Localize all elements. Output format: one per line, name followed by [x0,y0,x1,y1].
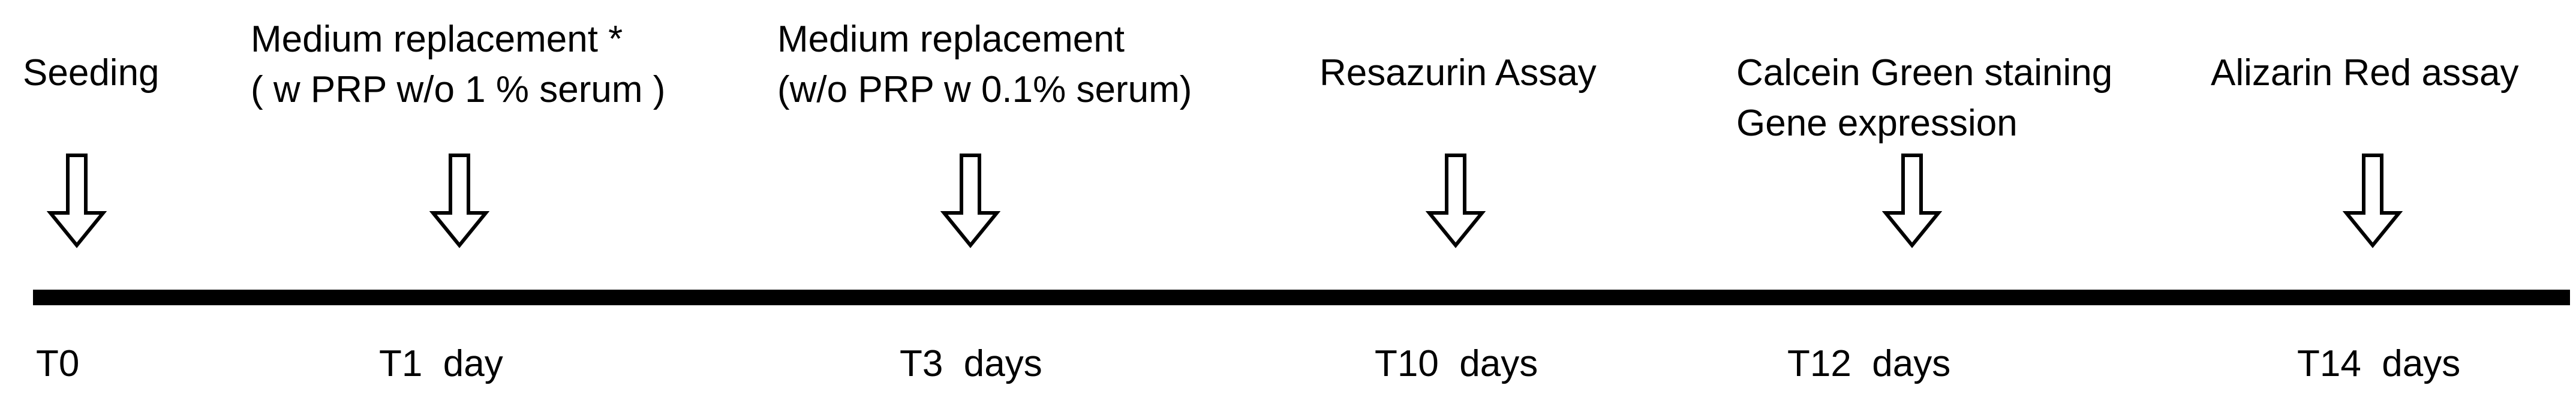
event-label-line: ( w PRP w/o 1 % serum ) [251,69,666,110]
down-arrow-icon [1426,154,1486,248]
event-label-line: Alizarin Red assay [2211,52,2519,94]
event-label-line: Medium replacement * [251,19,623,60]
event-label-medium-replacement-2: Medium replacement (w/o PRP w 0.1% serum… [777,14,1192,115]
timeline-axis-line [33,290,2570,305]
down-arrow-icon [1882,154,1942,248]
event-label-line: (w/o PRP w 0.1% serum) [777,69,1192,110]
event-label-medium-replacement-1: Medium replacement * ( w PRP w/o 1 % ser… [251,14,665,115]
down-arrow-icon [940,154,1000,248]
event-label-calcein-gene-expression: Calcein Green staining Gene expression [1736,48,2112,149]
down-arrow-icon [47,154,107,248]
time-label-t0: T0 [36,343,80,384]
down-arrow-icon [2343,154,2403,248]
event-label-line: Gene expression [1736,103,2018,144]
time-label-t12: T12 days [1787,343,1951,384]
down-arrow-icon [429,154,489,248]
event-label-seeding: Seeding [23,48,160,98]
event-label-line: Calcein Green staining [1736,52,2113,94]
time-label-t1: T1 day [379,343,503,384]
event-label-line: Seeding [23,52,160,94]
event-label-alizarin-red-assay: Alizarin Red assay [2211,48,2518,98]
time-label-t3: T3 days [900,343,1042,384]
event-label-resazurin-assay: Resazurin Assay [1319,48,1597,98]
event-label-line: Resazurin Assay [1319,52,1597,94]
event-label-line: Medium replacement [777,19,1125,60]
time-label-t14: T14 days [2297,343,2461,384]
time-label-t10: T10 days [1375,343,1538,384]
